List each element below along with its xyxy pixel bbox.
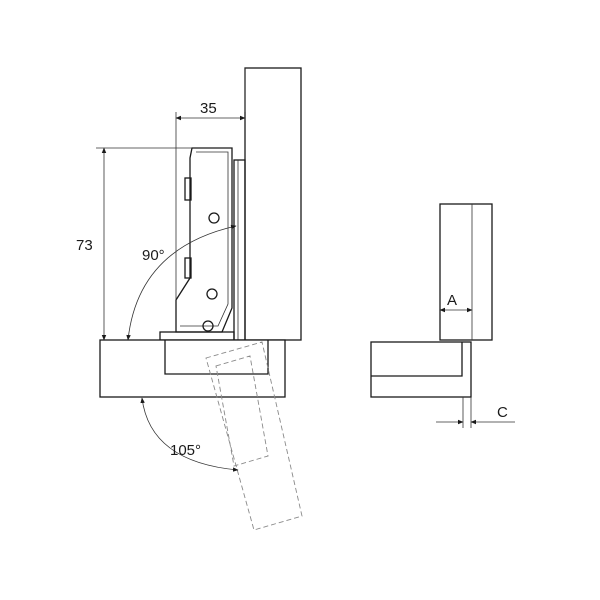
mounting-plate (233, 159, 246, 341)
dim-width-label: 35 (200, 100, 217, 117)
angle-max-label: 105° (170, 442, 201, 459)
hinge-arm (175, 147, 233, 333)
dimension-a: A (439, 292, 473, 313)
screw-icon (208, 212, 220, 224)
angle-max-indicator: 105° (140, 397, 239, 472)
door-detail (370, 341, 472, 398)
hinge-cup (164, 340, 269, 375)
right-view: A C (370, 203, 515, 428)
dimension-height: 73 (76, 147, 192, 341)
cabinet-side-panel (244, 67, 302, 341)
dim-height-label: 73 (76, 237, 93, 254)
door-closed (99, 339, 286, 398)
angle-open-label: 90° (142, 247, 165, 264)
dim-c-label: C (497, 404, 508, 421)
screw-icon (206, 288, 218, 300)
door-open-outline (205, 341, 303, 531)
side-panel-detail (439, 203, 493, 341)
dimension-c: C (436, 397, 515, 428)
dim-a-label: A (447, 292, 457, 309)
angle-open-indicator: 90° (126, 224, 237, 341)
left-view: 35 73 90° 105° (76, 67, 303, 531)
